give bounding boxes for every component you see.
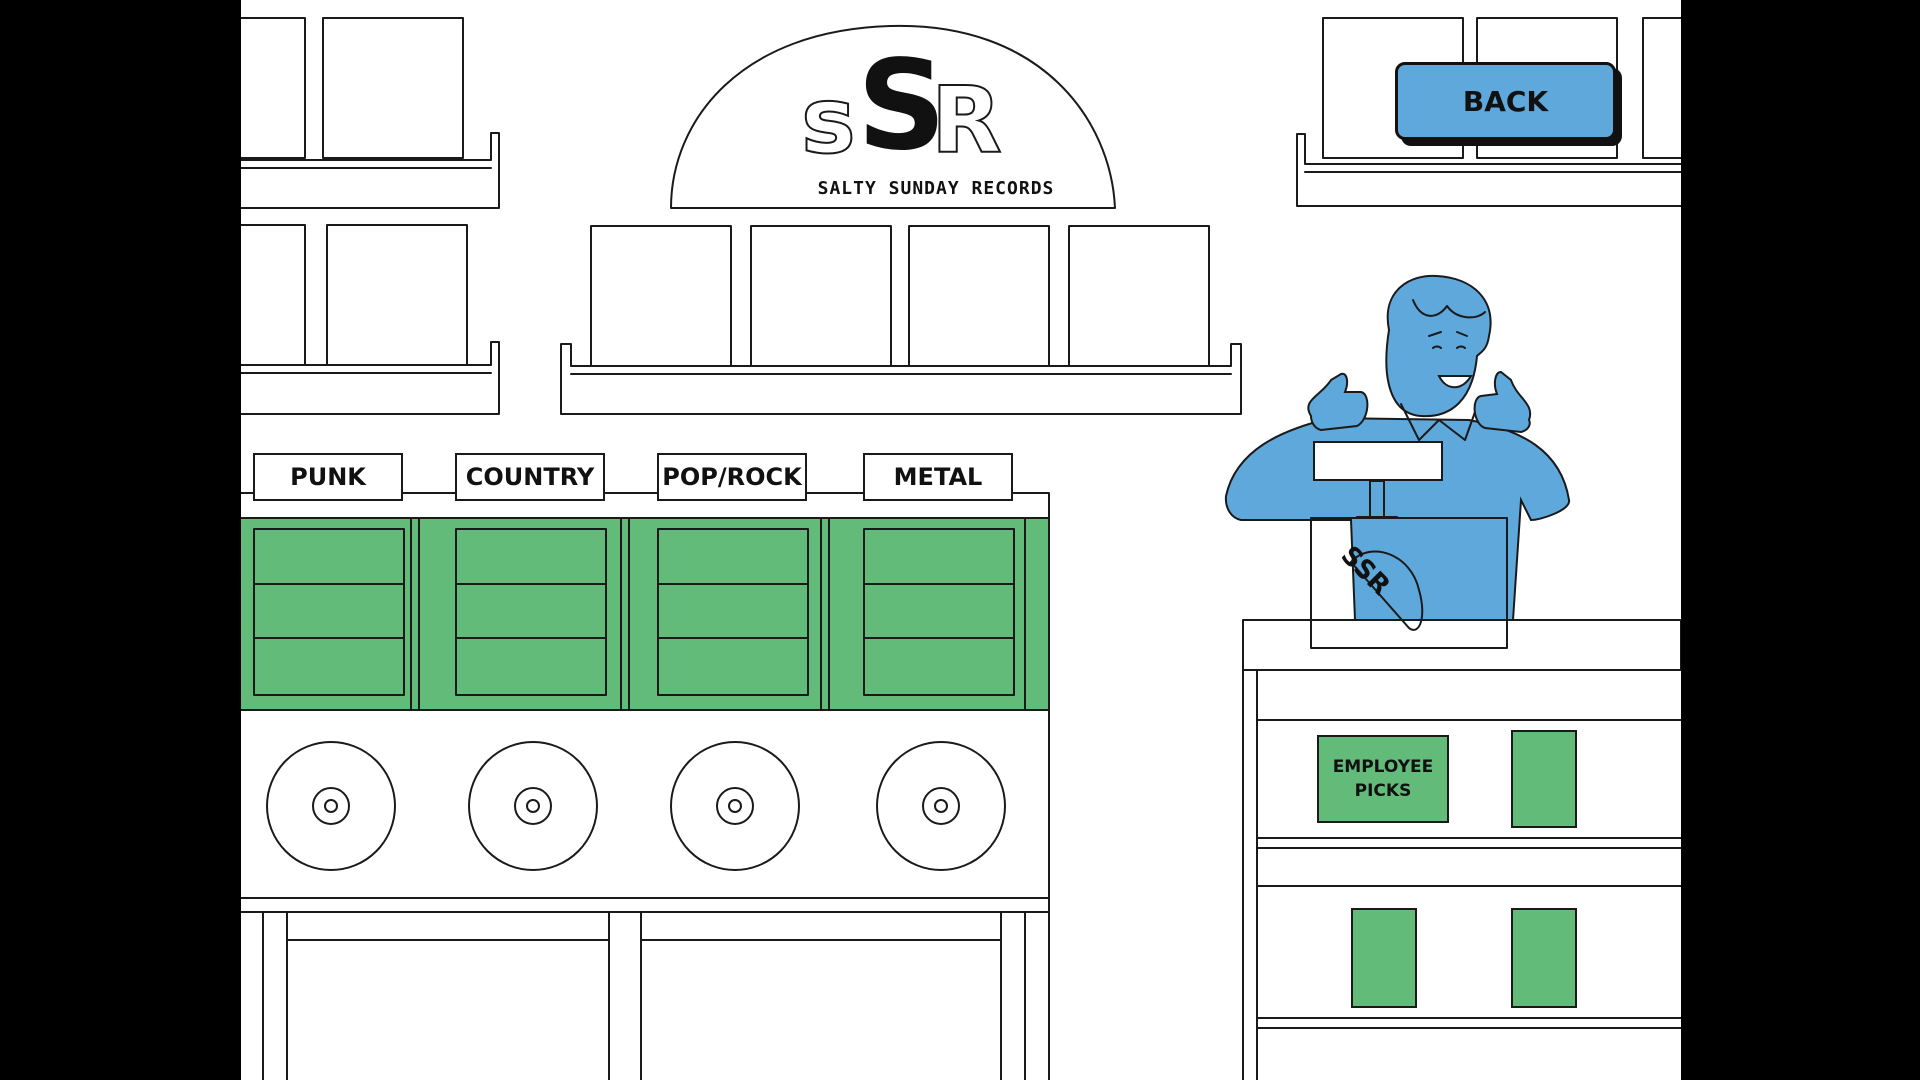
- store-sign-arch: [670, 24, 1116, 209]
- logo-letter-r: R: [930, 67, 1003, 174]
- wall-shelf-top-left: [241, 17, 500, 209]
- employee-pick-record-2[interactable]: [1351, 908, 1417, 1008]
- genre-label-metal[interactable]: METAL: [863, 453, 1013, 501]
- record-bin-punk[interactable]: [253, 528, 405, 696]
- logo-letter-big-s: S: [857, 34, 947, 178]
- wall-shelf-top-center: [560, 225, 1242, 415]
- record-bin-unit: [241, 492, 1050, 1080]
- vinyl-record-punk[interactable]: [265, 740, 397, 872]
- genre-label-punk[interactable]: PUNK: [253, 453, 403, 501]
- store-name: SALTY SUNDAY RECORDS: [817, 178, 1055, 199]
- employee-picks-sign[interactable]: EMPLOYEE PICKS: [1317, 735, 1449, 823]
- record-bin-metal[interactable]: [863, 528, 1015, 696]
- vinyl-record-country[interactable]: [467, 740, 599, 872]
- wall-shelf-mid-left: [241, 224, 500, 415]
- record-store-scene: s S R SALTY SUNDAY RECORDS BACK PUNK COU…: [241, 0, 1681, 1080]
- record-bin-pop-rock[interactable]: [657, 528, 809, 696]
- employee-pick-record-1[interactable]: [1511, 730, 1577, 828]
- store-background-art: [241, 17, 1681, 1080]
- genre-label-pop-rock[interactable]: POP/ROCK: [657, 453, 807, 501]
- employee-pick-record-3[interactable]: [1511, 908, 1577, 1008]
- register-display: [1313, 441, 1443, 481]
- checkout-counter: [1242, 619, 1681, 1080]
- record-bag: [1310, 517, 1508, 649]
- record-bin-country[interactable]: [455, 528, 607, 696]
- back-button[interactable]: BACK: [1395, 62, 1616, 140]
- vinyl-record-pop-rock[interactable]: [669, 740, 801, 872]
- logo-letter-small-s: s: [800, 67, 857, 174]
- genre-label-country[interactable]: COUNTRY: [455, 453, 605, 501]
- vinyl-record-metal[interactable]: [875, 740, 1007, 872]
